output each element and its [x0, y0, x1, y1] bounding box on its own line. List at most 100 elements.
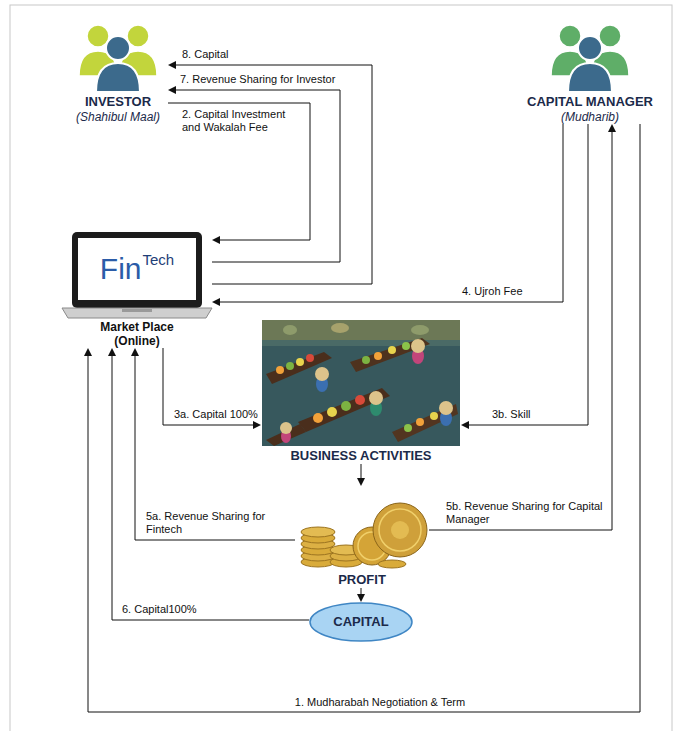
- coins-illustration-part: [378, 560, 406, 568]
- marketplace-node: FinTechMarket Place (Online): [62, 230, 212, 348]
- market-photo-part: [313, 413, 323, 423]
- investor-icon-part: [106, 36, 130, 60]
- ellipse-shape: [310, 603, 412, 641]
- market-photo-part: [327, 407, 337, 417]
- market-photo-part: [404, 424, 412, 432]
- edge-label: 1. Mudharabah Negotiation & Term: [293, 696, 467, 709]
- market-photo-part: [306, 354, 314, 362]
- market-photo-part: [298, 388, 390, 432]
- connector: [212, 124, 563, 306]
- market-photo-part: [411, 325, 429, 335]
- laptop-icon-part: [72, 232, 202, 308]
- connector-line: [429, 131, 612, 530]
- connector-line: [175, 90, 340, 262]
- coins-illustration-part: [391, 521, 409, 539]
- investor-icon-part: [96, 63, 140, 92]
- market-photo-part: [430, 412, 438, 420]
- market-photo-part: [362, 356, 370, 364]
- market-photo-part: [262, 320, 460, 446]
- connector: [84, 124, 640, 712]
- actor-name: INVESTOR: [68, 94, 168, 110]
- coins-illustration: [301, 503, 427, 568]
- market-photo-part: [262, 340, 460, 346]
- laptop-icon-part: [122, 309, 152, 312]
- edge-label: 3a. Capital 100%: [172, 408, 260, 421]
- arrowhead: [168, 86, 176, 94]
- arrowhead: [168, 61, 176, 69]
- node-caption: Market Place (Online): [82, 320, 192, 348]
- market-photo-part: [331, 323, 349, 333]
- market-photo-part: [266, 352, 332, 384]
- connector: [168, 103, 310, 244]
- market-photo-part: [262, 320, 460, 340]
- market-photo-part: [369, 391, 383, 405]
- connector: [108, 348, 309, 620]
- capital-manager-icon-part: [559, 25, 581, 47]
- connector-line: [468, 124, 588, 425]
- connector: [163, 348, 261, 429]
- edge-label: 3b. Skill: [490, 408, 533, 421]
- connector: [429, 124, 616, 530]
- arrowhead: [131, 348, 139, 356]
- actor-role: (Mudharib): [523, 110, 657, 124]
- connector: [357, 464, 365, 486]
- edge-label: 8. Capital: [180, 48, 230, 61]
- connector: [168, 86, 340, 262]
- market-photo-part: [416, 418, 424, 426]
- page-frame: [10, 5, 672, 731]
- node-caption: BUSINESS ACTIVITIES: [261, 448, 461, 464]
- market-photo-part: [355, 395, 365, 405]
- market-photo-part: [411, 339, 425, 353]
- actor-name: CAPITAL MANAGER: [523, 94, 657, 110]
- laptop-icon-part: [78, 238, 196, 300]
- market-photo-part: [341, 401, 351, 411]
- market-photo-part: [280, 422, 292, 434]
- coins-illustration-part: [373, 503, 427, 557]
- arrowhead: [108, 348, 116, 356]
- market-photo-part: [276, 366, 284, 374]
- investor-icon: [79, 25, 157, 92]
- capital-ellipse: CAPITAL: [309, 602, 413, 642]
- connector-line: [361, 588, 362, 595]
- market-photo-part: [283, 325, 297, 335]
- market-photo-part: [315, 367, 329, 381]
- screen-logo: FinTech: [62, 238, 212, 300]
- arrowhead: [253, 421, 261, 429]
- market-photo-part: [439, 401, 453, 415]
- edge-label: 7. Revenue Sharing for Investor: [178, 73, 337, 86]
- investor-icon-part: [127, 25, 149, 47]
- market-photo-part: [388, 346, 396, 354]
- market-photo-part: [296, 358, 304, 366]
- profit-node: PROFIT: [295, 486, 429, 588]
- arrowhead: [212, 236, 220, 244]
- capital-manager-icon-part: [578, 36, 602, 60]
- arrowhead: [608, 124, 616, 132]
- market-photo-part: [402, 342, 410, 350]
- actor-node: INVESTOR(Shahibul Maal): [68, 20, 168, 124]
- market-photo-part: [350, 338, 430, 372]
- connector-line: [175, 65, 372, 284]
- edge-label: 5b. Revenue Sharing for Capital Manager: [444, 500, 610, 526]
- edge-label: 4. Ujroh Fee: [460, 285, 525, 298]
- node-caption: PROFIT: [295, 572, 429, 588]
- connector: [461, 124, 588, 429]
- edge-label: 5a. Revenue Sharing for Fintech: [144, 510, 296, 536]
- arrowhead: [461, 421, 469, 429]
- laptop-icon-part: [62, 308, 212, 318]
- connector: [357, 588, 365, 602]
- activity-node: BUSINESS ACTIVITIES: [261, 318, 461, 464]
- investor-icon-part: [87, 25, 109, 47]
- logo-text: Tech: [143, 251, 175, 269]
- connector: [131, 348, 295, 540]
- actor-node: CAPITAL MANAGER(Mudharib): [523, 20, 657, 124]
- arrowhead: [212, 298, 220, 306]
- node-caption: CAPITAL: [325, 602, 397, 642]
- connector-line: [88, 124, 640, 712]
- capital-manager-icon-part: [568, 63, 612, 92]
- actor-role: (Shahibul Maal): [68, 110, 168, 124]
- connector: [168, 61, 372, 284]
- arrowhead: [84, 348, 92, 356]
- coins-illustration-part: [379, 509, 421, 551]
- coins-illustration-part: [301, 527, 335, 537]
